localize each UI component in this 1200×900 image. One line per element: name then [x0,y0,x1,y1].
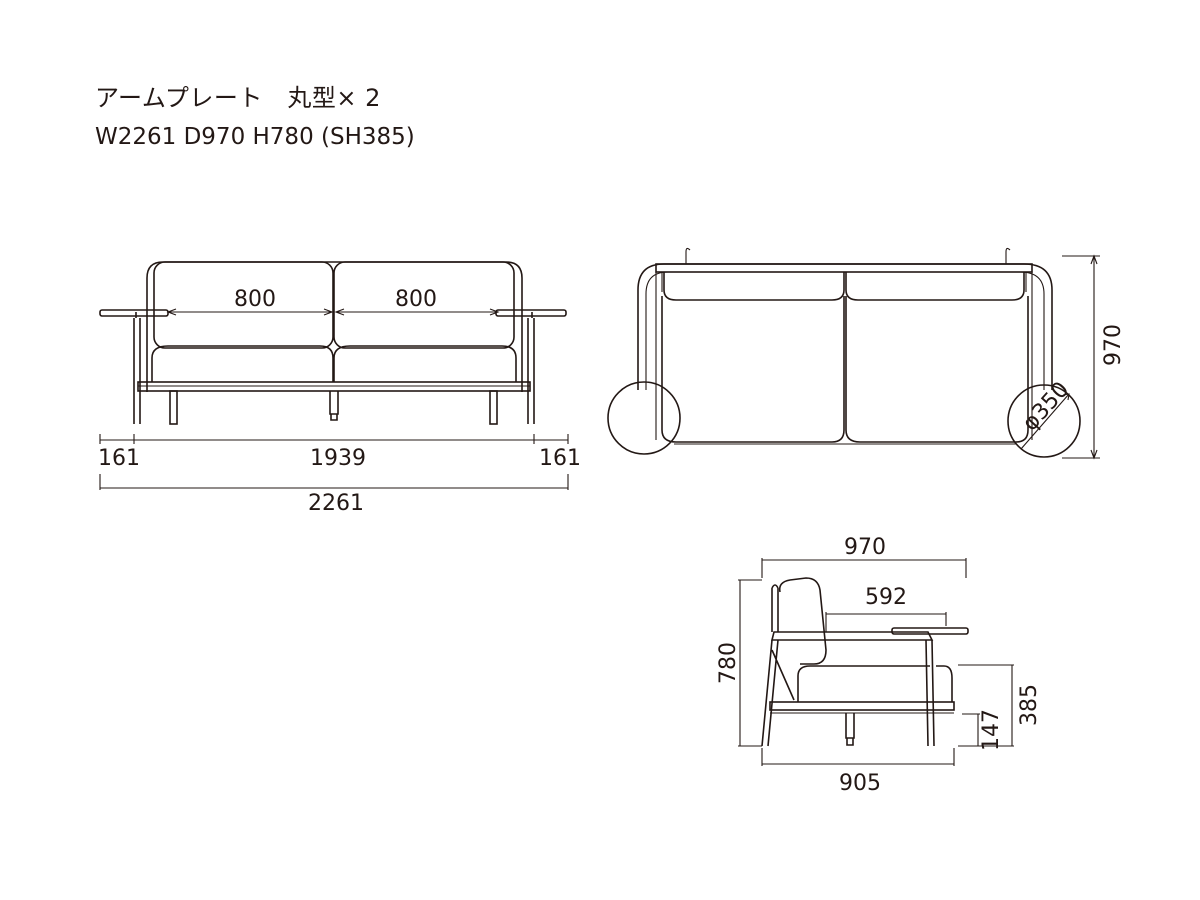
side-seat-frame [769,701,955,711]
side-back-frame [771,584,779,632]
front-view: 800 800 161 1939 161 2261 [98,261,581,516]
front-arm-left-label: 161 [98,446,140,471]
side-rear-leg [925,639,935,747]
front-seat-cushion-right [333,345,517,382]
front-arm-plate-right [495,309,567,317]
front-total-width-label: 2261 [308,491,364,516]
side-front-leg [761,639,795,747]
front-leg-center [329,391,339,421]
front-back-cushion-left [153,261,334,349]
top-view: φ350 970 [607,247,1126,460]
side-depth-label: 970 [844,535,886,560]
top-seat-cushion-left [661,296,845,443]
spec-dimensions: W2261 D970 H780 (SH385) [95,124,415,150]
top-depth-label: 970 [1101,324,1126,366]
side-plate-extent-label: 592 [865,585,907,610]
side-arm-plate [891,627,969,635]
front-leg-left [169,390,178,425]
front-arm-plate-left [99,309,169,317]
side-seat-cushion [797,665,953,702]
side-seat-height-label: 385 [1017,684,1042,726]
side-view: 970 592 780 385 147 905 [716,535,1042,796]
top-back-cushion-right [845,272,1025,301]
side-base-depth-label: 905 [839,771,881,796]
top-plate-left [607,381,681,455]
page-title: アームプレート 丸型× 2 [95,84,381,112]
top-outer-frame [637,263,1053,390]
top-plate-right [1007,384,1081,458]
front-inner-width-label: 1939 [310,446,366,471]
top-plate-diameter-label: φ350 [1018,377,1074,436]
front-arm-right-label: 161 [539,446,581,471]
front-arm-left [133,312,141,424]
front-seat-cushion-left [151,345,334,382]
top-back-rail [655,263,1033,273]
side-frame-height-label: 147 [979,709,1004,751]
front-seat-width-left-label: 800 [234,287,276,312]
front-back-frame [146,261,523,392]
front-arm-right [527,312,535,424]
front-leg-right [489,390,498,425]
side-height-label: 780 [716,642,741,684]
top-back-cushion-left [663,272,845,301]
top-seat-cushion-right [845,296,1029,443]
front-seat-width-right-label: 800 [395,287,437,312]
side-back-cushion [778,577,827,665]
side-center-leg [845,713,855,746]
front-back-cushion-right [333,261,515,349]
